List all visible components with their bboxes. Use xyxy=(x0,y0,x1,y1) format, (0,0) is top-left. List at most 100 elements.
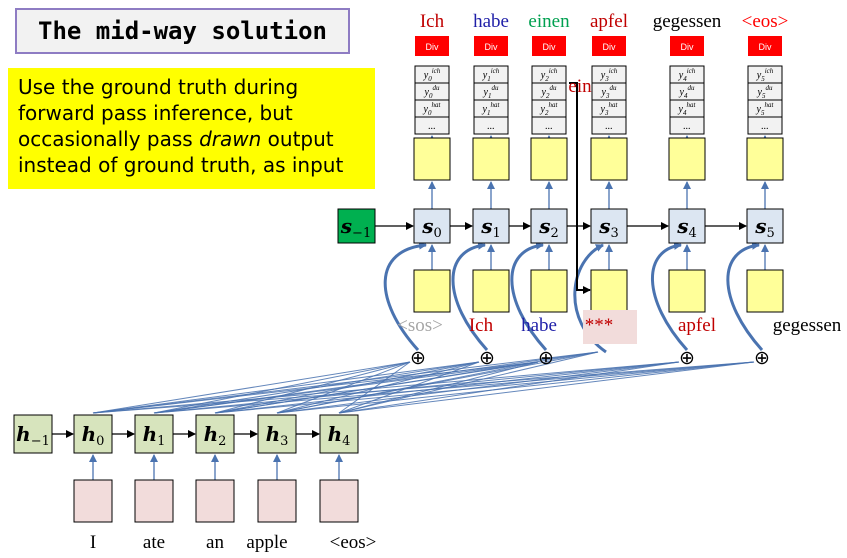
encoder-label-0: h−1 xyxy=(16,422,50,449)
state-box-2 xyxy=(530,208,568,244)
combine-symbol-1: ⊕ xyxy=(479,348,495,369)
drawn-word: ein xyxy=(568,76,592,97)
attention-line-3-1 xyxy=(276,361,480,414)
attention-line-3-0 xyxy=(276,361,411,414)
attention-line-4-4 xyxy=(338,361,680,414)
attention-line-4-0 xyxy=(338,361,411,414)
context-arrow-4 xyxy=(651,241,689,352)
prob-ellipsis-2: ... xyxy=(545,121,553,132)
encoder-input-box-2 xyxy=(195,479,235,523)
input-word-0: <sos> xyxy=(397,315,443,336)
output-word-2: einen xyxy=(528,11,570,32)
output-word-0: Ich xyxy=(420,11,445,32)
prob-label-0-2: y0hat xyxy=(423,101,442,117)
state-label-5: s5 xyxy=(754,214,775,241)
attention-line-2-0 xyxy=(214,361,411,414)
state-label-1: s1 xyxy=(480,214,501,241)
input-word-5: gegessen xyxy=(773,315,842,336)
note-line-2: forward pass inference, but xyxy=(18,101,293,125)
combine-symbol-0: ⊕ xyxy=(410,348,426,369)
prob-cell-1-3 xyxy=(473,116,509,135)
div-block-0 xyxy=(415,36,449,56)
attention-line-4-2 xyxy=(338,361,539,414)
prob-label-1-1: y1du xyxy=(483,84,499,100)
prob-label-2-0: y2ich xyxy=(540,67,558,83)
prob-label-0-0: y0ich xyxy=(423,67,441,83)
encoder-input-word-0: I xyxy=(90,532,96,553)
encoder-label-4: h3 xyxy=(266,422,289,449)
state-box-1 xyxy=(472,208,510,244)
encoder-label-2: h1 xyxy=(143,422,166,449)
encoder-input-word-4: <eos> xyxy=(330,532,377,553)
attention-line-2-5 xyxy=(214,361,755,414)
attention-line-3-4 xyxy=(276,361,680,414)
initial-state-box xyxy=(337,208,376,244)
prob-label-5-0: y5ich xyxy=(756,67,774,83)
encoder-input-box-0 xyxy=(73,479,113,523)
input-word-2: habe xyxy=(521,315,557,336)
attention-line-0-5 xyxy=(92,361,755,414)
prob-ellipsis-0: ... xyxy=(428,121,436,132)
prob-ellipsis-4: ... xyxy=(683,121,691,132)
output-yellow-4 xyxy=(668,137,706,181)
prob-ellipsis-3: ... xyxy=(605,121,613,132)
drawn-input-box xyxy=(583,310,637,344)
encoder-input-word-1: ate xyxy=(143,532,165,553)
input-yellow-5 xyxy=(746,269,784,313)
encoder-input-word-3: apple xyxy=(246,532,287,553)
encoder-input-box-4 xyxy=(319,479,359,523)
state-label-2: s2 xyxy=(538,214,559,241)
div-block-5 xyxy=(748,36,782,56)
attention-line-2-3 xyxy=(214,351,599,414)
prob-cell-2-3 xyxy=(531,116,567,135)
input-word-4: apfel xyxy=(678,315,716,336)
prob-label-1-0: y1ich xyxy=(482,67,500,83)
div-label-2: Div xyxy=(543,42,556,52)
prob-ellipsis-5: ... xyxy=(761,121,769,132)
prob-cell-4-3 xyxy=(669,116,705,135)
encoder-input-box-1 xyxy=(134,479,174,523)
encoder-state-5 xyxy=(319,414,359,454)
state-box-4 xyxy=(668,208,706,244)
prob-label-3-1: y3du xyxy=(601,84,617,100)
div-label-0: Div xyxy=(426,42,439,52)
context-arrow-2 xyxy=(510,241,548,352)
attention-line-1-1 xyxy=(153,361,480,414)
prob-label-4-2: y4hat xyxy=(678,101,697,117)
prob-label-2-1: y2du xyxy=(541,84,557,100)
prob-label-0-1: y0du xyxy=(424,84,440,100)
note-line-4: instead of ground truth, as input xyxy=(18,153,344,177)
state-label-0: s0 xyxy=(421,214,442,241)
state-label-4: s4 xyxy=(676,214,697,241)
prob-cell-3-3 xyxy=(591,116,627,135)
attention-line-3-5 xyxy=(276,361,755,414)
input-yellow-3 xyxy=(590,269,628,313)
input-word-1: Ich xyxy=(469,315,494,336)
input-word-3: *** xyxy=(585,315,614,336)
explanation-note: Use the ground truth during forward pass… xyxy=(8,68,375,189)
prob-label-3-2: y3hat xyxy=(600,101,619,117)
div-label-1: Div xyxy=(485,42,498,52)
output-word-1: habe xyxy=(473,11,509,32)
state-box-5 xyxy=(746,208,784,244)
initial-state-label: s−1 xyxy=(340,214,371,241)
attention-line-3-3 xyxy=(276,351,599,414)
prob-label-4-0: y4ich xyxy=(678,67,696,83)
encoder-input-box-3 xyxy=(257,479,297,523)
input-yellow-1 xyxy=(472,269,510,313)
div-label-5: Div xyxy=(759,42,772,52)
prob-cell-5-3 xyxy=(747,116,783,135)
combine-symbol-5: ⊕ xyxy=(754,348,770,369)
encoder-state-3 xyxy=(195,414,235,454)
output-yellow-1 xyxy=(472,137,510,181)
drawn-word-feedback-arrow xyxy=(569,82,591,294)
encoder-label-3: h2 xyxy=(204,422,227,449)
output-yellow-3 xyxy=(590,137,628,181)
note-line-3: occasionally pass drawn output xyxy=(18,126,365,152)
slide-title: The mid-way solution xyxy=(15,8,350,54)
div-block-4 xyxy=(670,36,704,56)
output-word-5: <eos> xyxy=(742,11,789,32)
attention-line-2-1 xyxy=(214,361,480,414)
